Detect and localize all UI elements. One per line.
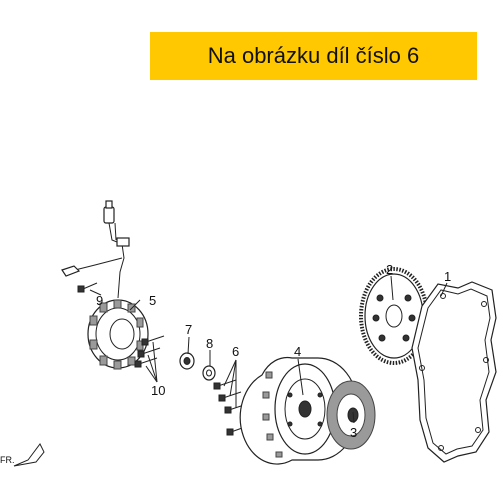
cover-gasket	[411, 281, 497, 463]
flywheel-nut	[179, 352, 195, 370]
callout-7: 7	[185, 322, 192, 337]
stator-coil	[87, 299, 149, 370]
callout-numbers: 1 2 3 4 5 6 7 8 9 10	[96, 262, 451, 440]
harness-wire	[108, 222, 125, 299]
wire-clamp	[61, 265, 81, 277]
starter-driven-gear	[359, 267, 429, 365]
wire-grommet	[116, 237, 130, 247]
front-direction-arrow: FR.	[0, 443, 45, 467]
banner-text: Na obrázku díl číslo 6	[207, 43, 420, 68]
callout-3: 3	[350, 425, 357, 440]
callout-4: 4	[294, 344, 301, 359]
callout-2: 2	[386, 262, 393, 277]
direction-arrow-icon	[13, 443, 45, 467]
callout-10: 10	[151, 383, 165, 398]
callout-6: 6	[232, 344, 239, 359]
harness-wire-2	[114, 222, 117, 241]
leader-lines	[89, 275, 448, 424]
flywheel-rotor	[239, 356, 359, 465]
callout-1: 1	[444, 269, 451, 284]
connector-cap	[105, 200, 113, 209]
starter-clutch	[326, 380, 376, 450]
direction-label: FR.	[0, 455, 15, 465]
flywheel-washer	[202, 365, 216, 381]
stator-wiring-harness	[61, 200, 130, 299]
callout-8: 8	[206, 336, 213, 351]
callout-9: 9	[96, 293, 103, 308]
harness-connector	[103, 206, 115, 224]
harness-branch	[74, 257, 123, 271]
stator-screws	[77, 282, 165, 368]
callout-5: 5	[149, 293, 156, 308]
part-number-banner: Na obrázku díl číslo 6	[150, 32, 477, 80]
